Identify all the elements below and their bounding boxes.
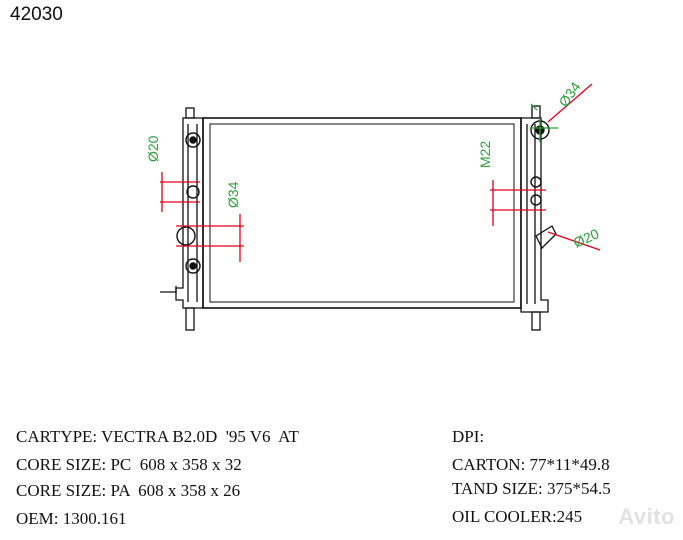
- watermark: Avito: [618, 504, 675, 529]
- spec-carton: CARTON: 77*11*49.8: [452, 455, 610, 474]
- spec-cartype: CARTYPE: VECTRA B2.0D '95 V6 AT: [16, 427, 299, 446]
- spec-oem: OEM: 1300.161: [16, 509, 127, 528]
- left-tank: [160, 107, 204, 331]
- green-marks: [530, 103, 558, 142]
- dimension-lines: [160, 83, 601, 262]
- spec-core-size-pa: CORE SIZE: PA 608 x 358 x 26: [16, 481, 241, 500]
- left-port-circles: [176, 132, 201, 274]
- spec-oil-cooler: OIL COOLER:245: [452, 507, 583, 526]
- spec-core-size-pc: CORE SIZE: PC 608 x 358 x 32: [16, 455, 242, 474]
- radiator-core: [202, 117, 522, 309]
- part-number: 42030: [10, 4, 63, 25]
- spec-dpi: DPI:: [452, 427, 485, 446]
- right-tank: [520, 105, 557, 331]
- spec-tand-size: TAND SIZE: 375*54.5: [452, 479, 611, 498]
- left-port-diameter-label: Ø20: [145, 135, 161, 162]
- radiator-drawing: Ø34 Ø20 Ø34 M22 Ø20: [145, 79, 602, 331]
- left-outlet-diameter-label: Ø34: [225, 181, 241, 208]
- right-port-diameter-label: Ø20: [571, 225, 602, 250]
- thread-label: M22: [477, 141, 493, 168]
